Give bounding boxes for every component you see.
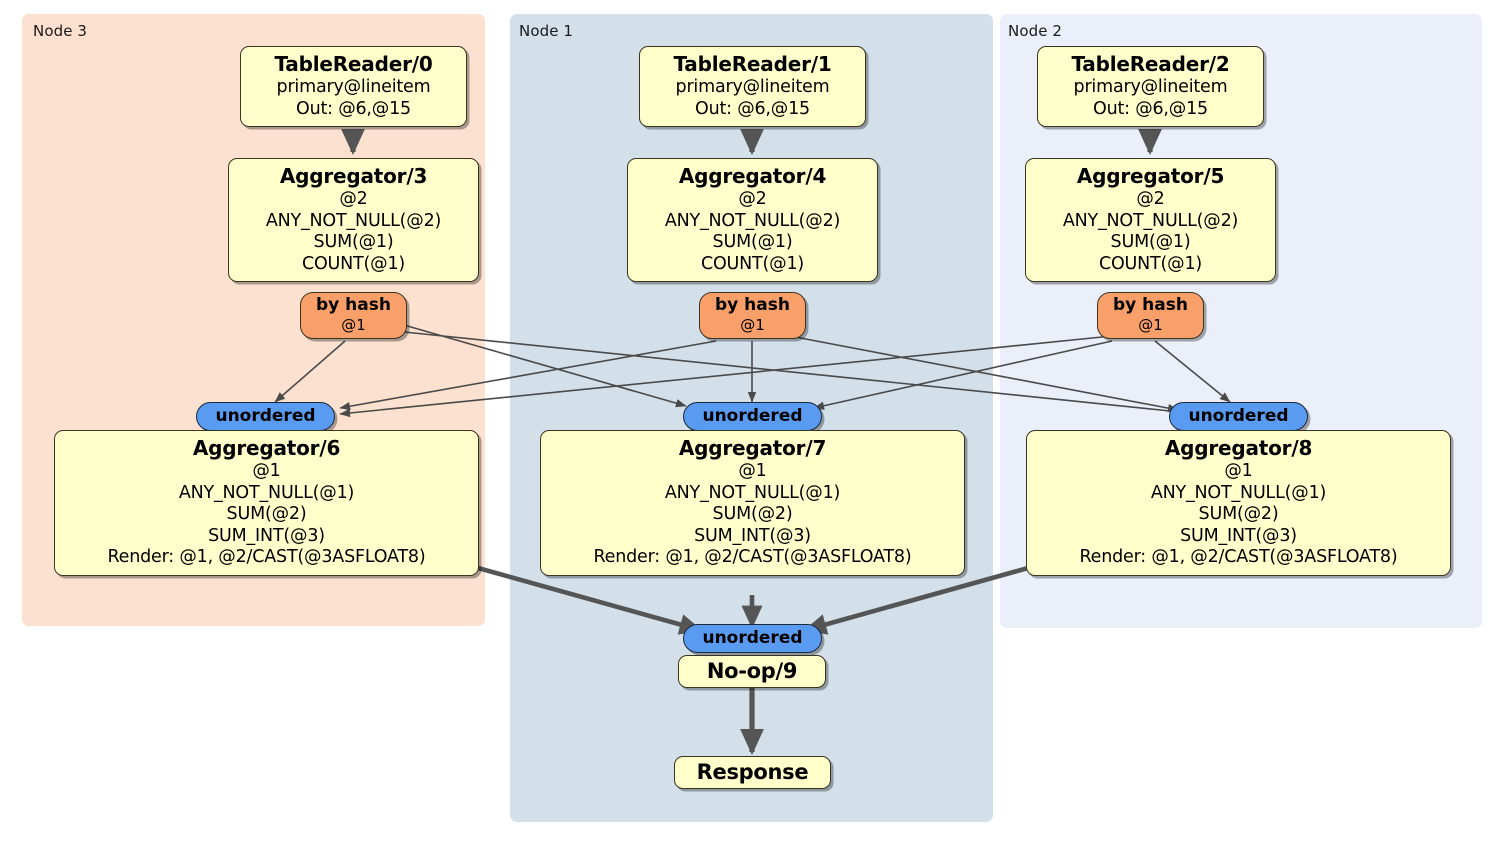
node-detail: Render: @1, @2/CAST(@3ASFLOAT8) (1079, 547, 1398, 567)
node-detail: @1 (738, 461, 767, 481)
node-detail: SUM_INT(@3) (694, 525, 811, 546)
router-title: by hash (316, 295, 391, 315)
node-detail: @2 (1136, 189, 1165, 209)
node-detail: COUNT(@1) (301, 253, 406, 274)
node-detail: @2 (738, 189, 767, 209)
node-detail: @2 (339, 189, 368, 209)
node-detail: ANY_NOT_NULL(@2) (664, 210, 841, 231)
node-detail: Render: @1, @2/CAST(@3ASFLOAT8) (593, 547, 912, 567)
node-aggregator-4[interactable]: Aggregator/4 @2 ANY_NOT_NULL(@2) SUM(@1)… (627, 158, 878, 282)
node-aggregator-7[interactable]: Aggregator/7 @1 ANY_NOT_NULL(@1) SUM(@2)… (540, 430, 965, 576)
node-detail: SUM(@2) (226, 504, 307, 524)
node-detail: SUM(@1) (712, 232, 793, 252)
router-by-hash-left[interactable]: by hash @1 (300, 292, 407, 339)
node-aggregator-5[interactable]: Aggregator/5 @2 ANY_NOT_NULL(@2) SUM(@1)… (1025, 158, 1276, 282)
node-detail: COUNT(@1) (1098, 253, 1203, 274)
node-detail: SUM_INT(@3) (208, 525, 325, 546)
node-detail: @1 (1224, 461, 1253, 481)
node-response[interactable]: Response (674, 756, 831, 789)
sync-unordered-final[interactable]: unordered (683, 624, 822, 653)
node-detail: ANY_NOT_NULL(@2) (1062, 210, 1239, 231)
node-aggregator-6[interactable]: Aggregator/6 @1 ANY_NOT_NULL(@1) SUM(@2)… (54, 430, 479, 576)
node-title: Aggregator/7 (678, 436, 827, 460)
node-detail: SUM(@2) (1198, 504, 1279, 524)
cluster-label-node2: Node 2 (1008, 22, 1063, 40)
node-title: Aggregator/8 (1164, 436, 1313, 460)
node-detail: SUM(@2) (712, 504, 793, 524)
sync-unordered-right[interactable]: unordered (1169, 402, 1308, 431)
router-detail: @1 (341, 316, 366, 334)
node-title: TableReader/2 (1071, 52, 1230, 76)
node-detail: ANY_NOT_NULL(@2) (265, 210, 442, 231)
sync-unordered-left[interactable]: unordered (196, 402, 335, 431)
node-tablereader-1[interactable]: TableReader/1 primary@lineitem Out: @6,@… (639, 46, 866, 127)
node-detail: Out: @6,@15 (695, 98, 810, 119)
node-title: Aggregator/4 (678, 164, 827, 188)
node-detail: primary@lineitem (276, 77, 431, 97)
node-title: TableReader/1 (673, 52, 832, 76)
router-title: by hash (1113, 295, 1188, 315)
node-aggregator-8[interactable]: Aggregator/8 @1 ANY_NOT_NULL(@1) SUM(@2)… (1026, 430, 1451, 576)
node-tablereader-0[interactable]: TableReader/0 primary@lineitem Out: @6,@… (240, 46, 467, 127)
node-detail: primary@lineitem (1073, 77, 1228, 97)
node-title: Aggregator/6 (192, 436, 341, 460)
sync-unordered-center[interactable]: unordered (683, 402, 822, 431)
node-detail: SUM(@1) (1110, 232, 1191, 252)
node-detail: SUM(@1) (313, 232, 394, 252)
node-detail: primary@lineitem (675, 77, 830, 97)
node-detail: Out: @6,@15 (1093, 98, 1208, 119)
cluster-label-node1: Node 1 (519, 22, 574, 40)
node-detail: Render: @1, @2/CAST(@3ASFLOAT8) (107, 547, 426, 567)
node-title: Aggregator/3 (279, 164, 428, 188)
node-detail: Out: @6,@15 (296, 98, 411, 119)
node-title: Aggregator/5 (1076, 164, 1225, 188)
node-no-op-9[interactable]: No-op/9 (678, 655, 826, 688)
node-detail: ANY_NOT_NULL(@1) (1150, 482, 1327, 503)
node-tablereader-2[interactable]: TableReader/2 primary@lineitem Out: @6,@… (1037, 46, 1264, 127)
router-by-hash-right[interactable]: by hash @1 (1097, 292, 1204, 339)
router-detail: @1 (1138, 316, 1163, 334)
node-detail: @1 (252, 461, 281, 481)
node-detail: SUM_INT(@3) (1180, 525, 1297, 546)
router-by-hash-center[interactable]: by hash @1 (699, 292, 806, 339)
cluster-label-node3: Node 3 (33, 22, 88, 40)
node-detail: ANY_NOT_NULL(@1) (178, 482, 355, 503)
node-title: TableReader/0 (274, 52, 433, 76)
router-title: by hash (715, 295, 790, 315)
node-aggregator-3[interactable]: Aggregator/3 @2 ANY_NOT_NULL(@2) SUM(@1)… (228, 158, 479, 282)
node-detail: COUNT(@1) (700, 253, 805, 274)
router-detail: @1 (740, 316, 765, 334)
node-detail: ANY_NOT_NULL(@1) (664, 482, 841, 503)
